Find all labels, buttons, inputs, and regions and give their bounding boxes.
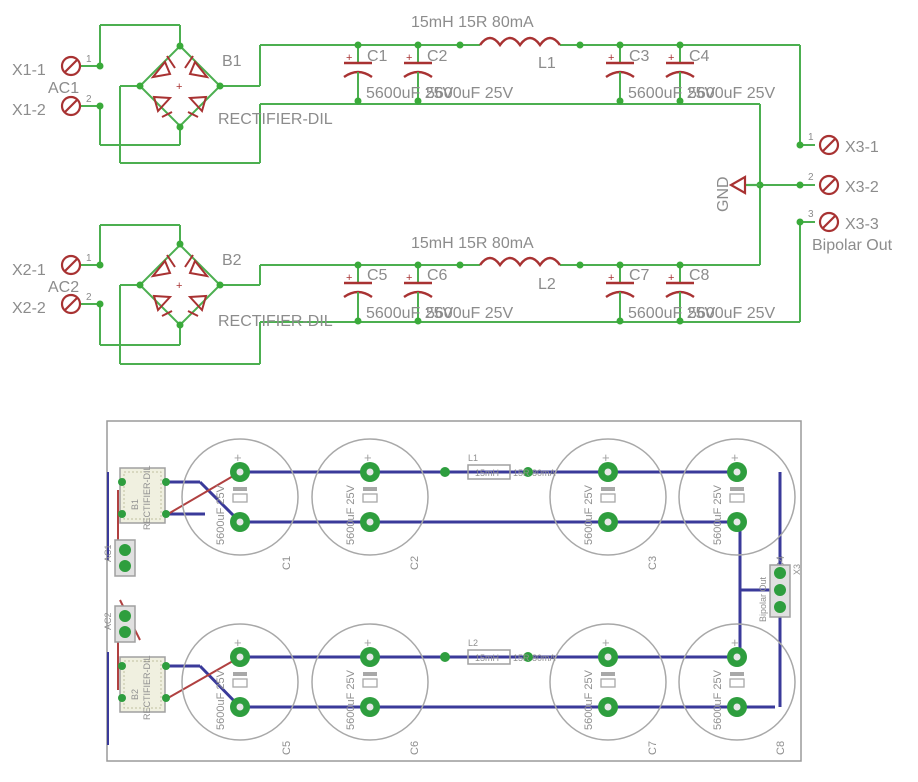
pcb-c6-value: 5600uF 25V [345,669,357,730]
pcb-c6-name: C6 [409,741,421,755]
pcb-bridge-b2: RECTIFIER-DIL B2 [118,655,170,720]
pcb-x3-connector: Bipolar Out X3 [758,564,802,622]
pcb-l1-extra: 15R 80mA [513,468,556,478]
l2-label: L2 [538,276,556,293]
ac2-pin2: 2 [86,292,92,303]
x3-pin3: 3 [808,209,814,220]
c4-value: 5600uF 25V [688,85,776,102]
pcb-inductor-l1: L1 15mH 15R 80mA [440,453,556,480]
l1-value: 15mH 15R 80mA [411,14,534,31]
plus-c3: + [602,450,610,465]
x3-pin1: 1 [808,132,814,143]
pcb-b2-name: B2 [130,689,140,700]
c3-value: 5600uF 25V [628,85,716,102]
junctions-bottom [96,240,684,329]
b1-value: RECTIFIER-DIL [218,111,333,128]
c2-label: C2 [427,48,448,65]
pcb-c5-value: 5600uF 25V [215,669,227,730]
c1-value: 5600uF 25V [366,85,454,102]
x1-2-label: X1-2 [12,102,46,119]
pcb-b2-value: RECTIFIER-DIL [142,655,152,720]
c7-value: 5600uF 25V [628,305,716,322]
c7-label: C7 [629,267,650,284]
pcb-c7-value: 5600uF 25V [583,669,595,730]
ac1-pin2: 2 [86,94,92,105]
pcb-outline [106,420,802,762]
pcb-c2-value: 5600uF 25V [345,484,357,545]
c1-label: C1 [367,48,388,65]
bipolar-out-label: Bipolar Out [812,237,893,254]
bridge-b2 [139,244,221,326]
pcb-c8-value: 5600uF 25V [712,669,724,730]
c8-label: C8 [689,267,710,284]
x2-2-label: X2-2 [12,300,46,317]
x3-3-label: X3-3 [845,216,879,233]
schematic-bottom-section [80,224,800,365]
junctions-top [96,41,804,226]
c5-value: 5600uF 25V [366,305,454,322]
plus-c5: + [234,635,242,650]
c6-value: 5600uF 25V [426,305,514,322]
gnd-symbol [728,175,760,195]
c3-label: C3 [629,48,650,65]
pcb-c7-name: C7 [647,741,659,755]
x3-pin2: 2 [808,172,814,183]
l2-value: 15mH 15R 80mA [411,235,534,252]
pcb-l1-name: L1 [468,453,478,463]
pcb-ac2-connector: AC2 [103,605,136,643]
b2-label: B2 [222,252,242,269]
x3-1-label: X3-1 [845,139,879,156]
ac2-label: AC2 [48,279,79,296]
c2-value: 5600uF 25V [426,85,514,102]
ac1-pin1: 1 [86,54,92,65]
pcb-l2-value: 15mH [475,653,499,663]
pcb-c1-value: 5600uF 25V [215,484,227,545]
pcb-c3-name: C3 [647,556,659,570]
plus-c2: + [364,450,372,465]
pcb-l1-value: 15mH [475,468,499,478]
b1-label: B1 [222,53,242,70]
ac2-pin1: 1 [86,253,92,264]
pcb-b1-name: B1 [130,499,140,510]
pcb-c8-name: C8 [775,741,787,755]
pcb-layout: + + + + + + + + 5600uF 25V 5600uF 25V 56… [103,420,802,762]
pcb-bridge-b1: RECTIFIER-DIL B1 [118,465,170,530]
pcb-ac2-label: AC2 [103,612,113,630]
pcb-b1-value: RECTIFIER-DIL [142,465,152,530]
c8-value: 5600uF 25V [688,305,776,322]
x1-1-label: X1-1 [12,62,46,79]
plus-c8: + [731,635,739,650]
x2-1-label: X2-1 [12,262,46,279]
pcb-c1-name: C1 [281,556,293,570]
inductor-l1 [479,36,561,48]
pcb-c2-name: C2 [409,556,421,570]
pcb-ac1-label: AC1 [103,544,113,562]
bridge-b1 [139,45,221,127]
plus-c4: + [731,450,739,465]
b2-value: RECTIFIER-DIL [218,313,333,330]
inductor-l2 [479,256,561,268]
connector-x3 [818,134,840,233]
pcb-c4-value: 5600uF 25V [712,484,724,545]
pcb-x3-name: X3 [792,564,802,575]
c5-label: C5 [367,267,388,284]
plus-c6: + [364,635,372,650]
pcb-l2-extra: 15R 80mA [513,653,556,663]
x3-2-label: X3-2 [845,179,879,196]
gnd-label: GND [715,176,732,212]
pcb-l2-name: L2 [468,638,478,648]
pcb-inductor-l2: L2 15mH 15R 80mA [440,638,556,665]
ac1-label: AC1 [48,80,79,97]
l1-label: L1 [538,55,556,72]
pcb-c3-value: 5600uF 25V [583,484,595,545]
pcb-ac1-connector: AC1 [103,539,136,577]
pcb-x3-value: Bipolar Out [758,576,768,622]
c4-label: C4 [689,48,710,65]
c6-label: C6 [427,267,448,284]
plus-c1: + [234,450,242,465]
plus-c7: + [602,635,610,650]
pcb-c5-name: C5 [281,741,293,755]
bottom-traces [107,470,782,745]
